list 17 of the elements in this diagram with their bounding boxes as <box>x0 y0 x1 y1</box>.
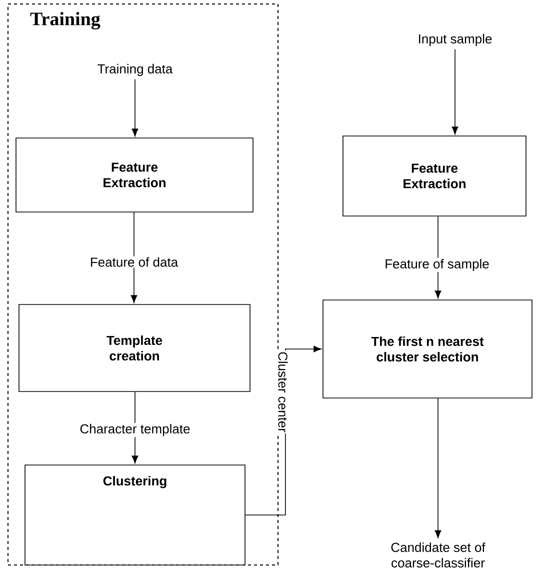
process-box: Feature Extraction <box>342 136 526 216</box>
process-box: Clustering <box>24 464 246 566</box>
edge-label: Character template <box>78 422 192 438</box>
arrow <box>130 212 138 303</box>
arrow <box>452 48 458 134</box>
process-box: The first n nearest cluster selection <box>322 300 532 398</box>
arrow <box>132 78 138 136</box>
edge-label: Cluster center <box>277 350 289 434</box>
text-label: Candidate set of coarse-classifier <box>391 542 486 568</box>
process-box: Feature Extraction <box>16 138 254 212</box>
edge-label: Feature of sample <box>384 258 490 272</box>
edge-label: Feature of data <box>88 256 180 268</box>
arrow <box>434 216 442 298</box>
text-label: Training data <box>98 64 173 76</box>
process-box: Template creation <box>18 304 250 392</box>
text-label: Input sample <box>419 34 492 46</box>
arrow <box>434 398 442 538</box>
